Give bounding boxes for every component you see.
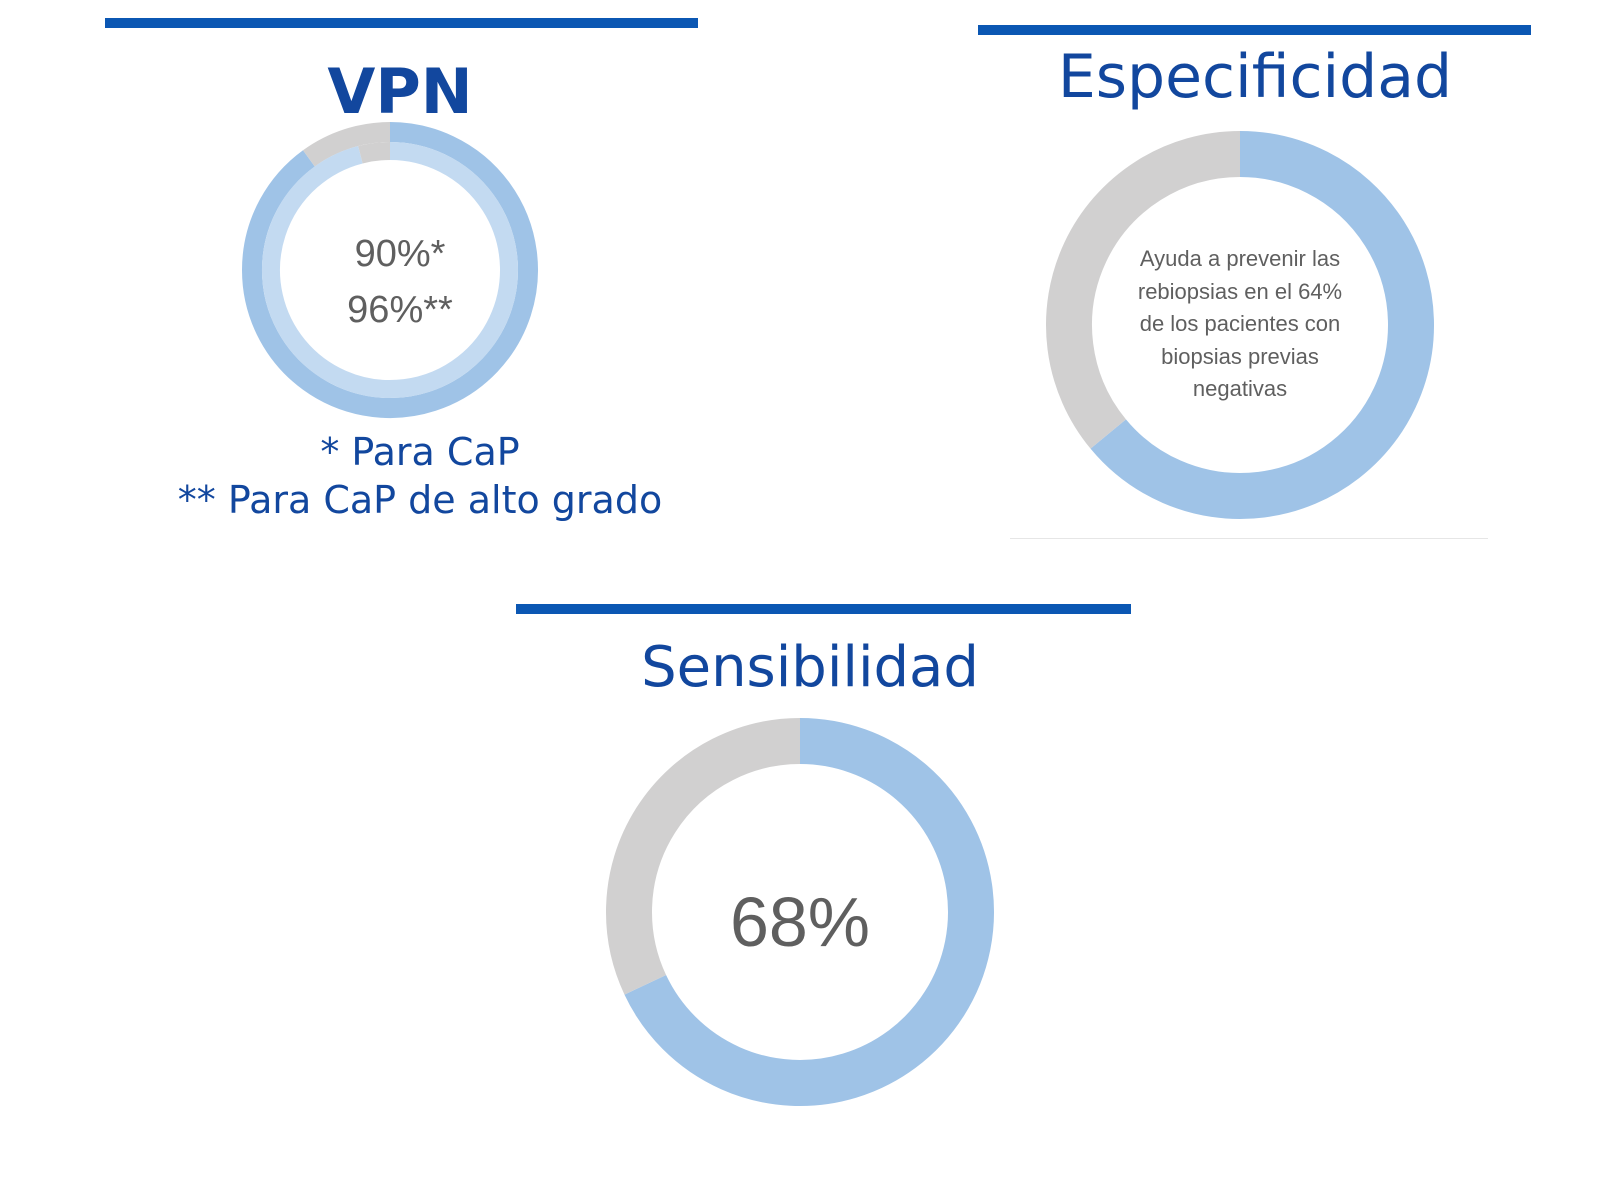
vpn-title-bar [105, 18, 698, 28]
vpn-footnote-1: * Para CaP [320, 430, 520, 474]
vpn-value-2: 96%** [347, 289, 453, 331]
especificidad-desc-line-3: de los pacientes con [1139, 311, 1341, 336]
especificidad-slice-1 [1090, 131, 1434, 519]
vpn-center-values: 90%* 96%** [290, 226, 510, 338]
especificidad-title-bar [978, 25, 1531, 35]
sensibilidad-slice-1 [624, 718, 994, 1106]
vpn-footnote: * Para CaP ** Para CaP de alto grado [150, 428, 690, 524]
especificidad-donut [1046, 131, 1434, 519]
especificidad-slice-2 [1046, 131, 1241, 449]
vpn-value-1: 90%* [354, 233, 446, 275]
especificidad-desc-line-5: negativas [1192, 376, 1288, 401]
vpn-outer-slice-1 [242, 122, 538, 418]
sensibilidad-value: 68% [729, 883, 871, 961]
especificidad-desc-line-4: biopsias previas [1161, 343, 1319, 369]
especificidad-baseline [1010, 538, 1488, 539]
vpn-outer-slice-2 [303, 122, 391, 167]
especificidad-desc-line-1: Ayuda a prevenir las [1139, 246, 1341, 271]
vpn-footnote-2: ** Para CaP de alto grado [177, 478, 663, 522]
especificidad-description: Ayuda a prevenir las rebiopsias en el 64… [1100, 243, 1380, 406]
sensibilidad-title-bar [516, 604, 1131, 614]
vpn-inner-slice-2 [358, 142, 391, 164]
sensibilidad-slice-2 [606, 718, 801, 995]
especificidad-title: Especificidad [1057, 42, 1453, 112]
especificidad-desc-line-2: rebiopsias en el 64% [1137, 278, 1343, 304]
sensibilidad-title: Sensibilidad [641, 635, 979, 700]
vpn-title: VPN [327, 55, 473, 128]
vpn-donut [242, 122, 538, 418]
sensibilidad-donut [606, 718, 994, 1106]
vpn-inner-slice-1 [262, 142, 518, 398]
